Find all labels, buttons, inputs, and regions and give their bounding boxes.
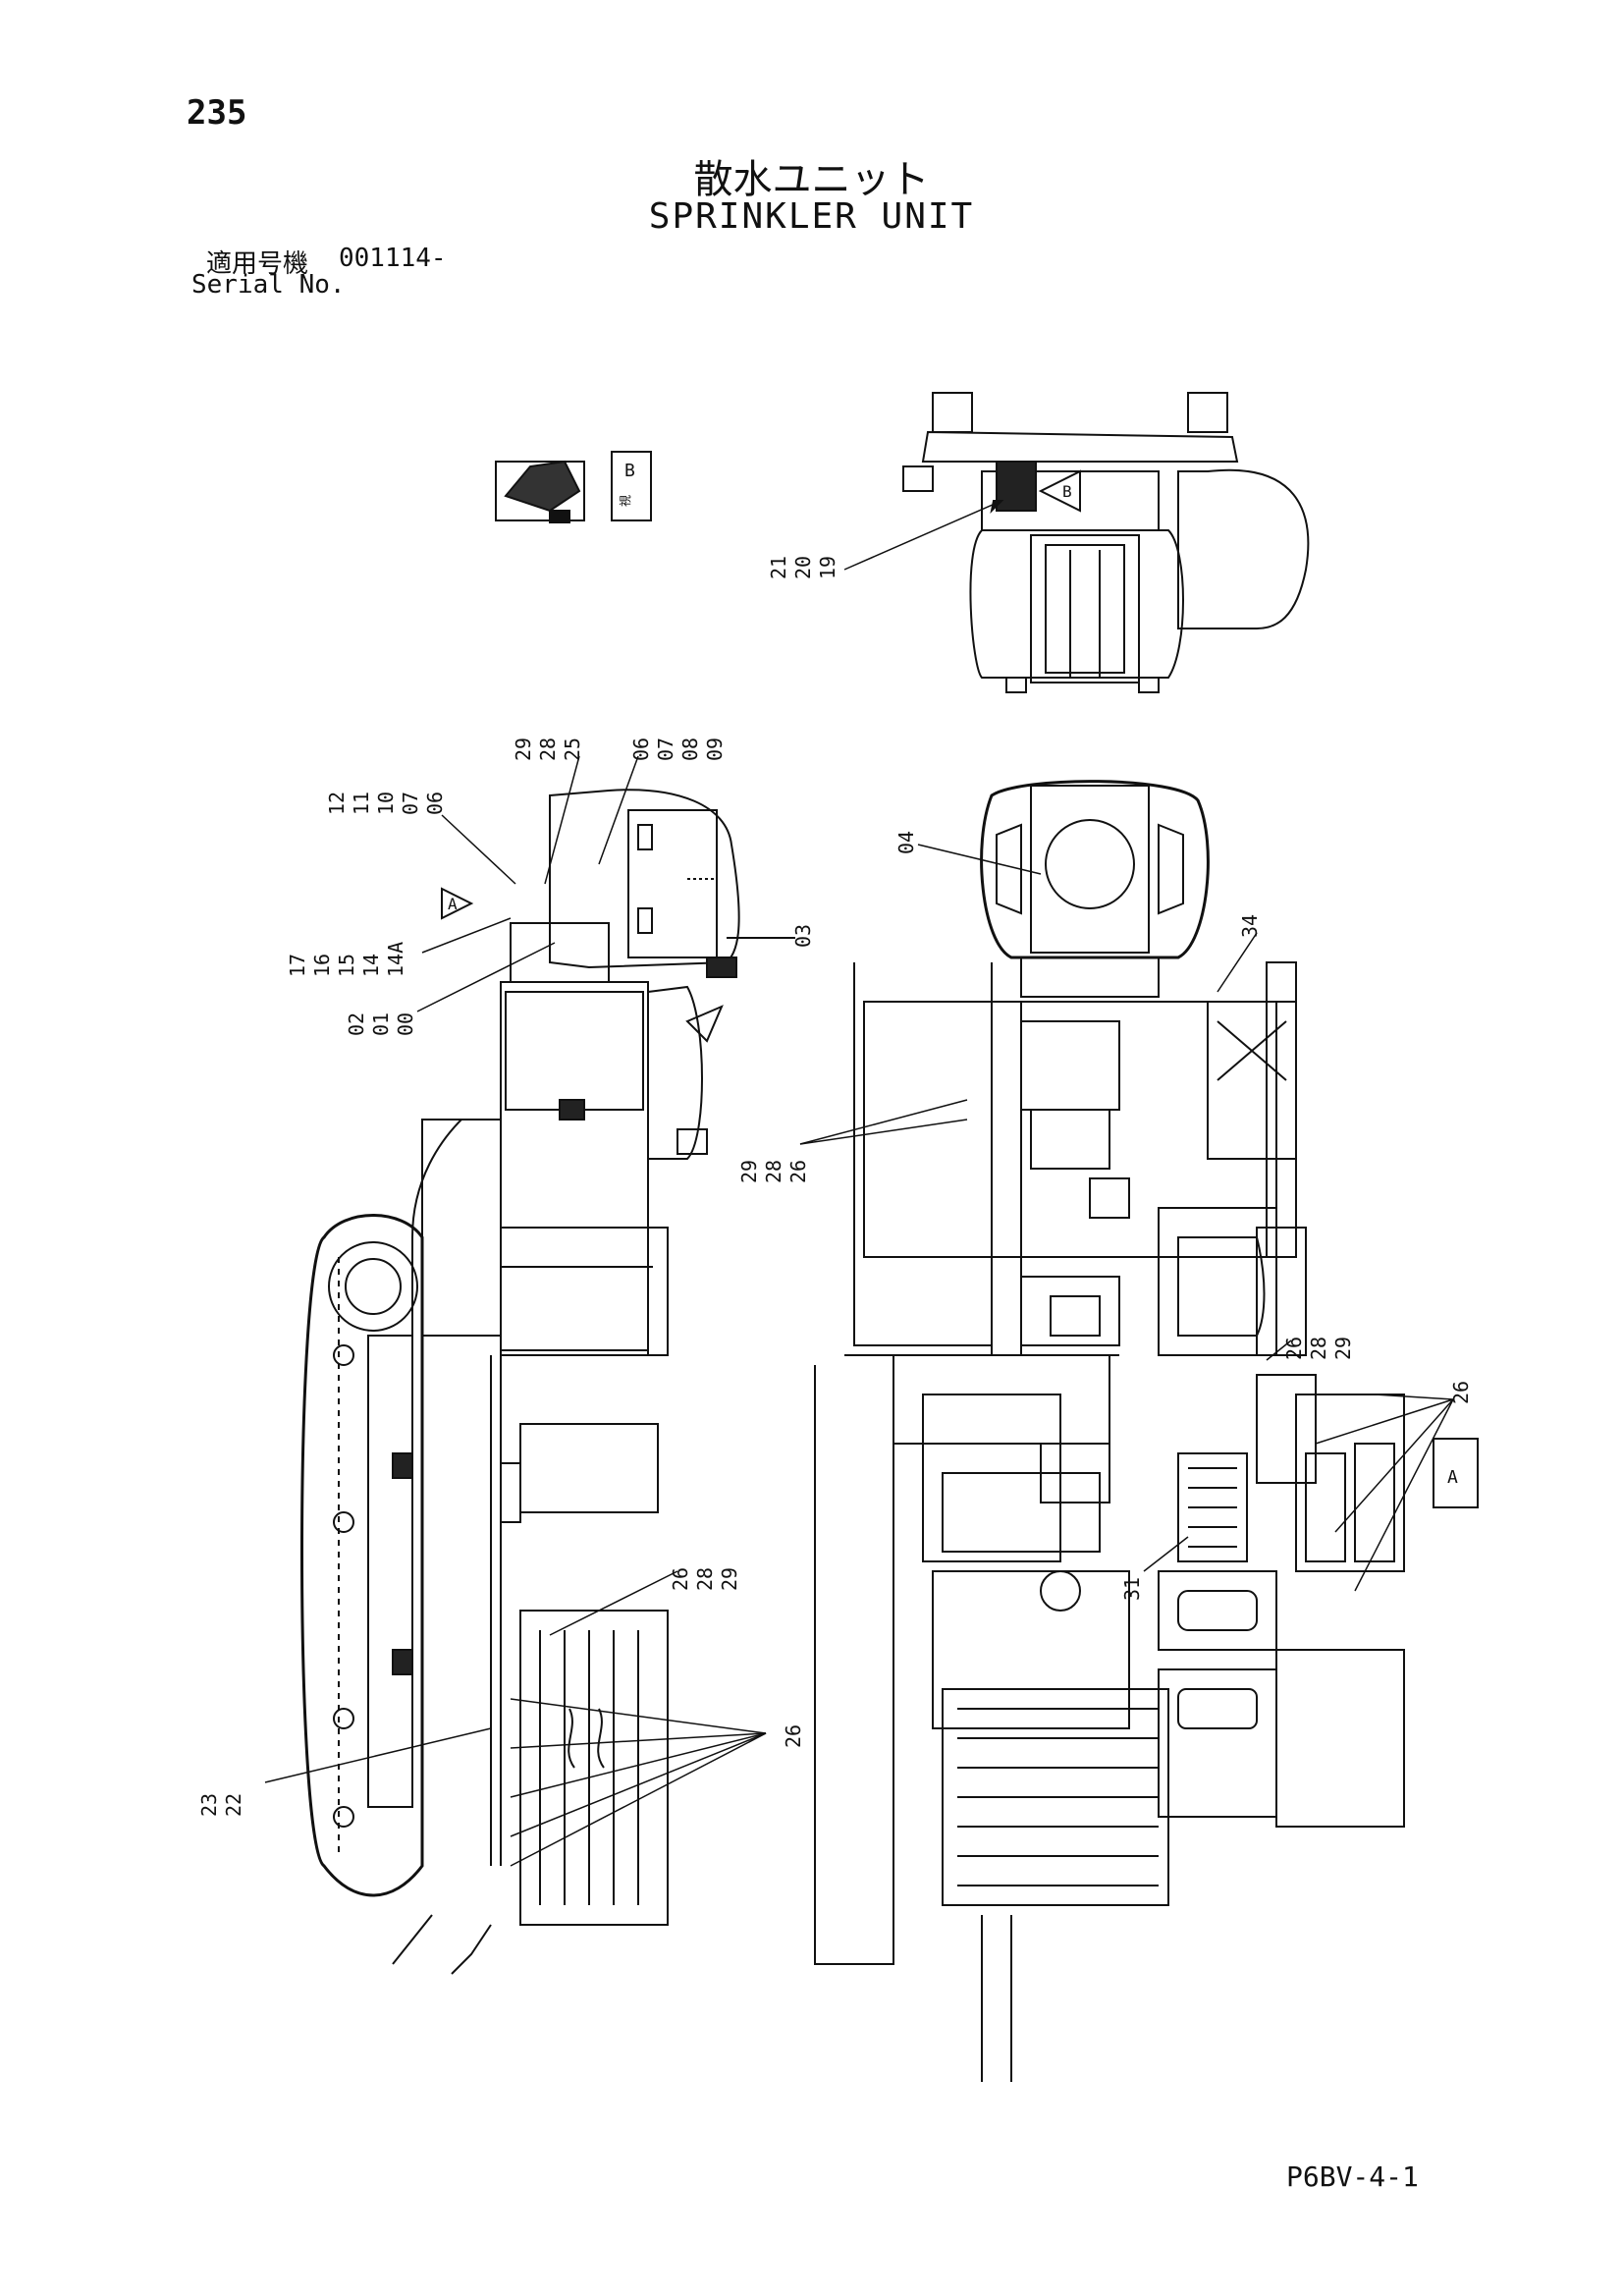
callout-28-right: 28: [1307, 1337, 1330, 1360]
callout-02: 02: [345, 1012, 368, 1036]
callout-group-right-26: 26: [1315, 1381, 1473, 1592]
callout-21: 21: [767, 556, 790, 579]
callout-29-right: 29: [1331, 1337, 1355, 1360]
callout-26-mid: 26: [786, 1160, 810, 1183]
callout-group-right-31: 31: [1120, 1536, 1189, 1601]
machine-side-view: [411, 981, 724, 1866]
view-b-arrow-label: B: [1062, 482, 1072, 501]
callout-07b: 07: [654, 738, 677, 761]
callout-group-side-top-a: 12 11 10 07 06: [325, 792, 516, 885]
callout-17: 17: [286, 954, 309, 977]
rear-view-assembly: B: [843, 392, 1310, 693]
callout-10: 10: [374, 792, 398, 815]
callout-28: 28: [536, 738, 560, 761]
callout-15: 15: [335, 954, 358, 977]
callout-group-bottom-left: 23 22: [197, 1727, 492, 1817]
callout-04: 04: [894, 831, 918, 854]
page-title-english: SPRINKLER UNIT: [648, 196, 975, 237]
figure-code: P6BV-4-1: [1286, 2160, 1419, 2193]
callout-group-side-26: 26: [510, 1698, 805, 1867]
page-number: 235: [187, 93, 247, 133]
callout-28-lower: 28: [693, 1567, 717, 1591]
serial-label-japanese: 適用号機: [206, 249, 309, 279]
page-title-japanese: 散水ユニット: [693, 157, 930, 202]
callout-22: 22: [222, 1793, 245, 1817]
view-a-marker: A: [1433, 1438, 1479, 1508]
callout-06: 06: [423, 792, 447, 815]
callout-14: 14: [359, 954, 383, 977]
callout-group-side-mid-b: 02 01 00: [345, 942, 556, 1036]
callout-group-side-top-b: 29 28 25: [512, 738, 584, 885]
callout-26-side: 26: [782, 1724, 805, 1748]
callout-00: 00: [394, 1012, 417, 1036]
callout-26-lower: 26: [669, 1567, 692, 1591]
cab-plan: [1158, 1207, 1405, 1828]
callout-20: 20: [791, 556, 815, 579]
callout-29-lower: 29: [718, 1567, 741, 1591]
callout-03: 03: [791, 924, 815, 948]
engine-radiator-side: [392, 1423, 669, 1975]
callout-14a: 14A: [384, 942, 407, 977]
view-b-marker: B 視: [611, 451, 652, 521]
callout-group-side-mid-a: 17 16 15 14 14A: [286, 917, 512, 977]
callout-group-side-lower: 26 28 29: [549, 1567, 741, 1636]
view-a-label: A: [1447, 1467, 1458, 1488]
callout-29: 29: [512, 738, 535, 761]
callout-25: 25: [561, 738, 584, 761]
callout-12: 12: [325, 792, 349, 815]
tank-side-view: [510, 789, 795, 983]
callout-16: 16: [310, 954, 334, 977]
excavator-view-icon: [495, 460, 585, 523]
serial-label-english: Serial No.: [191, 270, 346, 300]
callout-26-right: 26: [1282, 1337, 1306, 1360]
callout-07: 07: [399, 792, 422, 815]
upper-frame-plan: [844, 961, 1297, 1356]
callout-group-side-top-c: 06 07 08 09: [598, 738, 727, 865]
callout-31: 31: [1120, 1577, 1144, 1601]
view-a-arrow: A: [441, 887, 474, 920]
callout-11: 11: [350, 792, 373, 815]
callout-19: 19: [816, 556, 839, 579]
serial-number-value: 001114-: [339, 244, 447, 273]
callout-group-frame-mid: 29 28 26: [737, 1099, 968, 1183]
callout-08: 08: [678, 738, 702, 761]
lower-frame-plan: [814, 1354, 1169, 2082]
callout-09: 09: [703, 738, 727, 761]
tank-top-view: [980, 780, 1210, 998]
callout-28-mid: 28: [762, 1160, 785, 1183]
callout-29-mid: 29: [737, 1160, 761, 1183]
callout-group-top-right: 21 20 19: [767, 556, 839, 579]
view-b-label: B: [624, 461, 635, 481]
callout-23: 23: [197, 1793, 221, 1817]
view-a-arrow-label: A: [448, 895, 458, 913]
view-b-mark: 視: [618, 495, 632, 507]
callout-group-right-upper: 26 28 29: [1266, 1337, 1355, 1361]
callout-01: 01: [369, 1012, 393, 1036]
callout-06b: 06: [629, 738, 653, 761]
crawler-track: [300, 1214, 424, 1897]
callout-34: 34: [1238, 914, 1262, 938]
